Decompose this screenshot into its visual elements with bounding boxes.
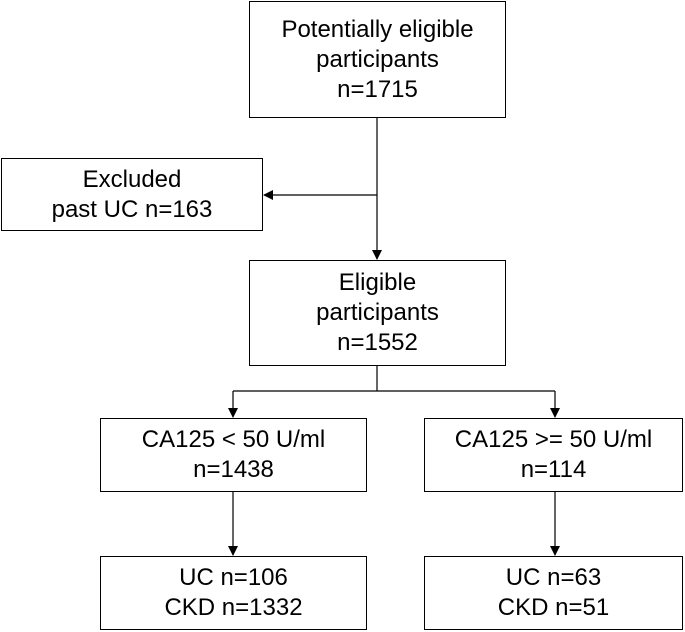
box-outcome-high: UC n=63 CKD n=51 <box>424 556 683 630</box>
box-potentially-eligible: Potentially eligible participants n=1715 <box>249 1 506 118</box>
box-eligible-line-2: participants <box>316 299 439 326</box>
box-ca125-high-line-2: n=114 <box>520 456 587 483</box>
box-excluded: Excluded past UC n=163 <box>1 158 263 231</box>
box-outcome-low-line-1: UC n=106 <box>179 564 288 591</box>
box-ca125-high-line-1: CA125 >= 50 U/ml <box>454 426 653 453</box>
box-outcome-low-line-2: CKD n=1332 <box>164 594 303 621</box>
box-ca125-low: CA125 < 50 U/ml n=1438 <box>100 418 367 492</box>
box-eligible-line-1: Eligible <box>338 269 417 296</box>
box-ca125-low-line-1: CA125 < 50 U/ml <box>141 426 326 453</box>
box-ca125-low-line-2: n=1438 <box>193 456 274 483</box>
box-ca125-high: CA125 >= 50 U/ml n=114 <box>424 418 683 492</box>
box-outcome-high-line-1: UC n=63 <box>505 564 602 591</box>
box-potentially-eligible-line-3: n=1715 <box>337 75 418 103</box>
box-excluded-line-2: past UC n=163 <box>51 195 213 223</box>
box-outcome-low: UC n=106 CKD n=1332 <box>100 556 367 630</box>
box-potentially-eligible-line-1: Potentially eligible <box>281 15 474 43</box>
box-eligible-line-3: n=1552 <box>337 329 418 356</box>
box-outcome-high-line-2: CKD n=51 <box>497 594 610 621</box>
box-eligible: Eligible participants n=1552 <box>249 260 506 366</box>
box-excluded-line-1: Excluded <box>82 165 182 193</box>
box-potentially-eligible-line-2: participants <box>316 45 439 73</box>
